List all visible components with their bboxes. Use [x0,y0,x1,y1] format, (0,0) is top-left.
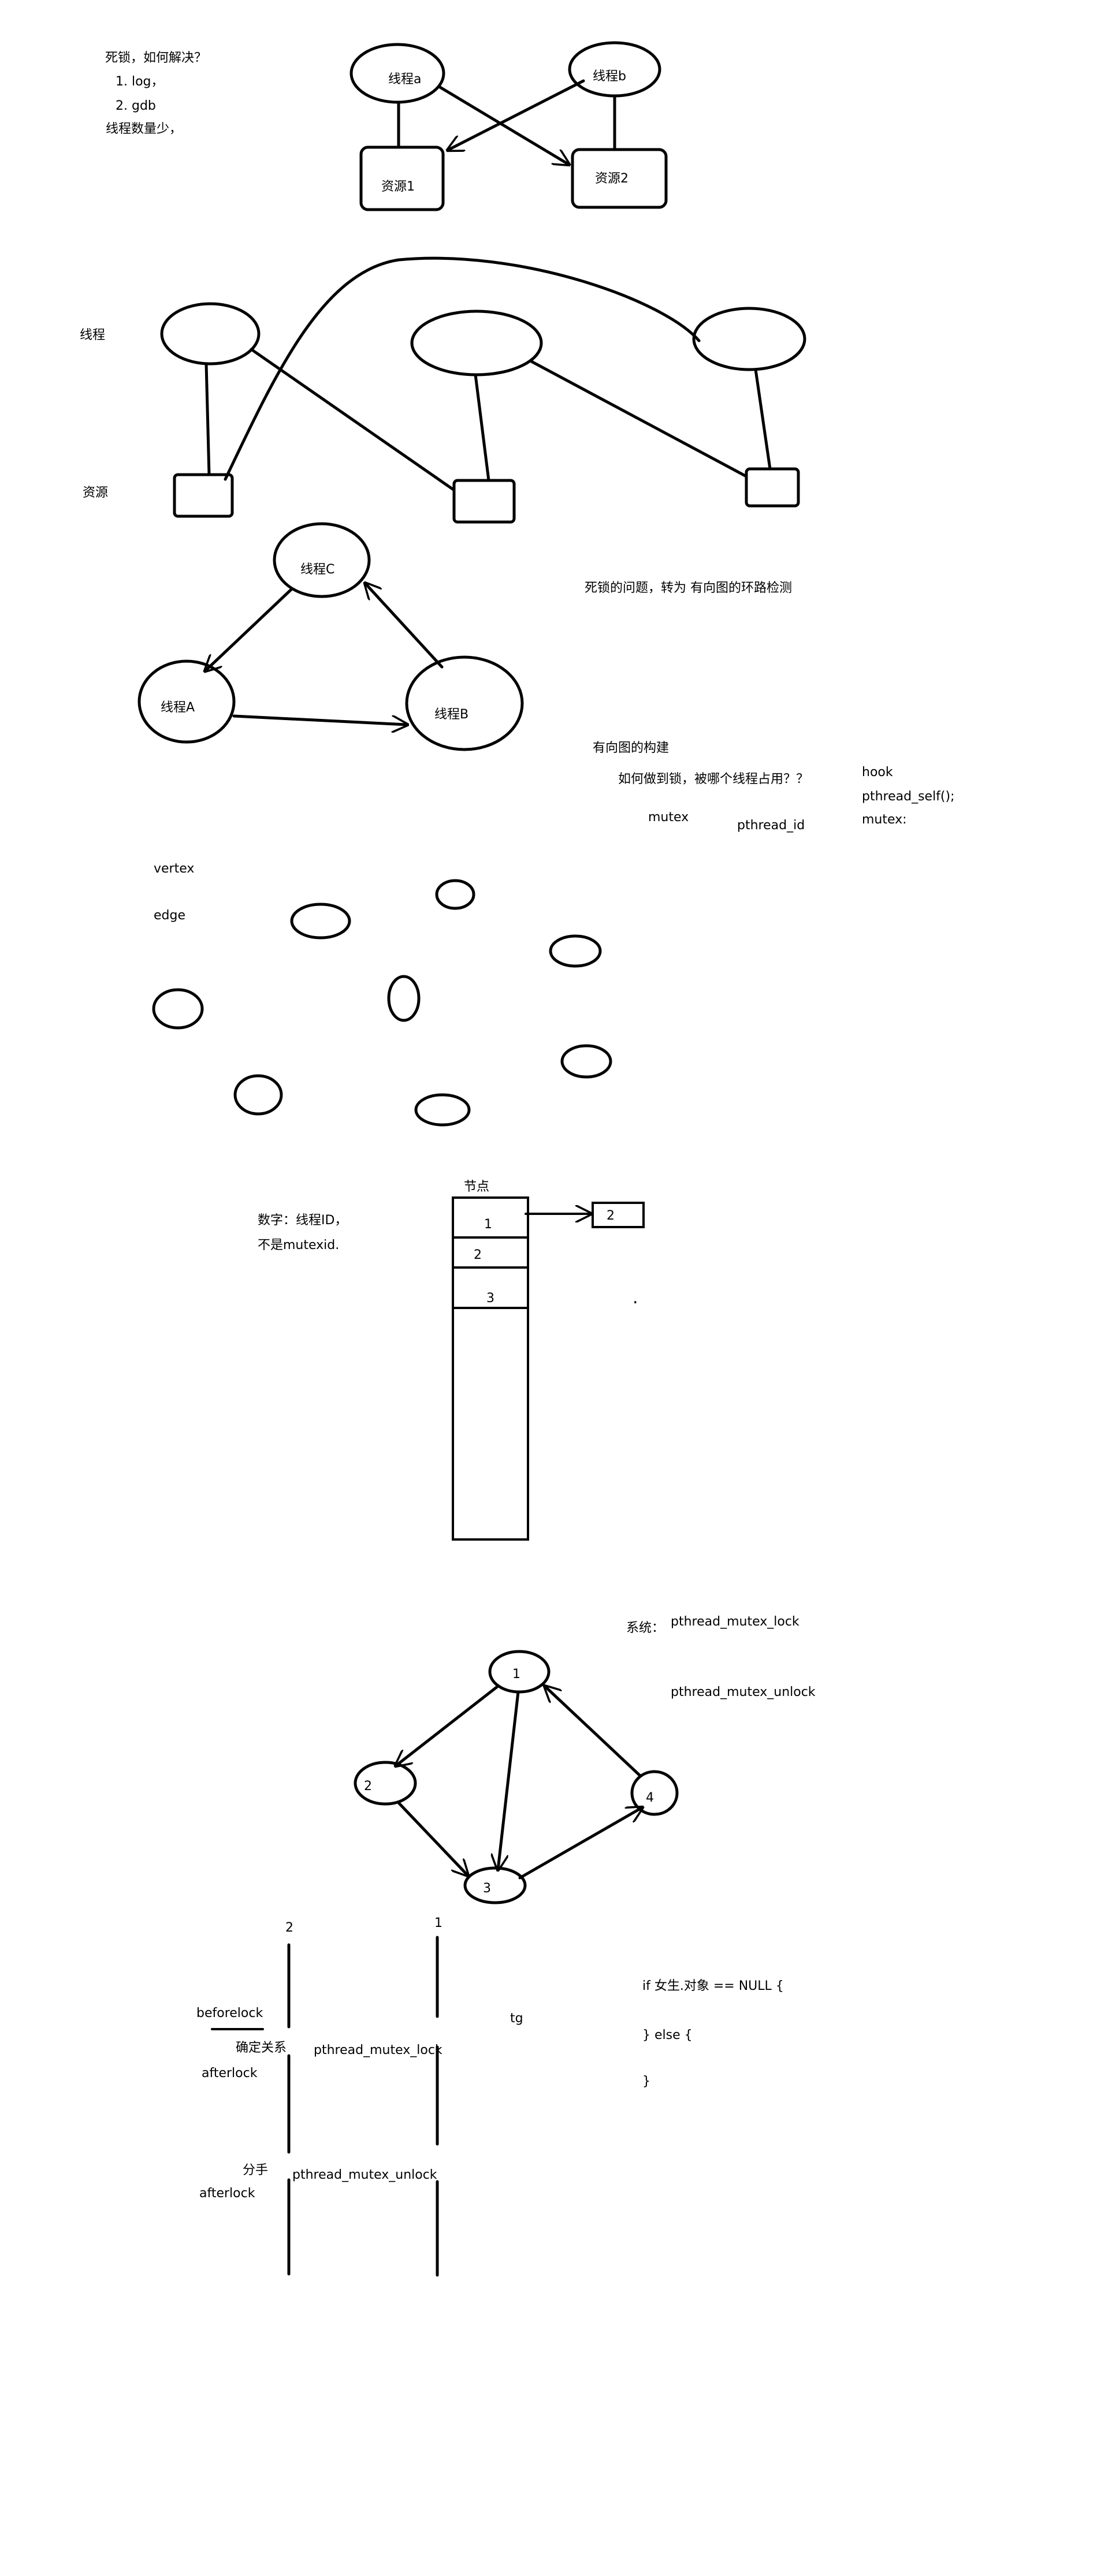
afterlock-label-1: afterlock [202,2066,258,2081]
vertex-cloud [152,879,612,1127]
not-mutexid-note: 不是mutexid. [258,1238,339,1252]
graph2-node-1-label: 1 [512,1667,520,1682]
resources-row-label: 资源 [83,486,108,500]
solution-item-2: 2. gdb [116,99,156,113]
solution-item-3: 线程数量少， [106,122,182,136]
graph2-node-2-label: 2 [364,1779,372,1794]
question-note: 如何做到锁，被哪个线程占用？？ [618,772,809,786]
vertex [560,1044,612,1079]
graph2-node-4-label: 4 [646,1791,654,1805]
thread-a-label: 线程a [388,72,421,87]
thread-a-cycle-node [137,659,236,744]
node-table [452,1196,645,1541]
mutex-unlock-label: pthread_mutex_unlock [292,2168,437,2182]
system-label: 系统： [626,1621,664,1635]
vertex [233,1074,283,1116]
graph2-node-3-label: 3 [483,1881,491,1896]
vertex [414,1093,471,1127]
timeline-diagram [211,1936,439,2277]
thread-b-cycle-label: 线程B [434,707,468,722]
node-table-frame [452,1196,529,1541]
solution-item-1: 1. log， [116,74,164,89]
code-line-2: } else { [642,2028,693,2042]
thread-id-note: 数字：线程ID， [258,1213,347,1228]
thread-b-cycle-node [405,655,524,751]
linked-node-box [592,1202,645,1228]
tg-label: tg [510,2011,523,2026]
edge-t1-r2 [250,348,455,491]
timeline-col1-label: 1 [434,1916,442,1930]
mutex2-note: mutex: [862,812,907,827]
arrow-a-to-b [232,714,407,725]
resource2-box [571,148,668,209]
pthread-id-note: pthread_id [737,818,805,833]
graph2-node-3 [463,1866,527,1904]
hook-note: hook [862,765,893,780]
relation-label: 确定关系 [236,2041,287,2055]
arrow-4-to-1 [545,1686,642,1777]
beforelock-label: beforelock [196,2006,263,2020]
timeline-col2-label: 2 [285,1921,293,1935]
code-line-1: if 女生.对象 == NULL { [642,1979,784,1993]
code-line-3: } [642,2074,650,2089]
system-lock-fn: pthread_mutex_lock [671,1615,799,1629]
thread-node-1 [160,302,261,366]
fig1-deadlock-diagram [349,41,668,211]
resource1-label: 资源1 [381,180,415,194]
table-row-1: 1 [484,1217,492,1232]
curve-r1-t3 [224,256,701,481]
vertex [549,934,602,968]
resource-box-3 [745,467,800,508]
stray-dot: . [633,1288,638,1308]
arrow-b-to-c [365,583,444,669]
thread-node-2 [410,310,543,376]
edge-t3-r3 [754,368,772,471]
edge-label: edge [154,908,185,923]
resource-box-2 [452,479,516,524]
linked-node-label: 2 [607,1209,615,1223]
arrow-3-to-4 [518,1807,642,1880]
arrow-2-to-3 [397,1801,468,1876]
mutex-note: mutex [648,810,689,825]
arrow-a-to-res2 [437,85,569,165]
vertex-label: vertex [154,862,194,876]
table-row-3: 3 [486,1291,494,1306]
fig2-thread-resource-diagram [160,256,806,524]
thread-c-label: 线程C [300,562,334,577]
deadlock-question: 死锁，如何解决？ [105,51,207,65]
threads-row-label: 线程 [80,328,105,342]
graph2-diagram [354,1650,679,1904]
vertex [152,988,204,1030]
arrow-b-to-res1 [448,79,585,150]
build-note: 有向图的构建 [593,741,669,755]
vertex [435,879,475,910]
resource2-label: 资源2 [595,172,629,186]
edge-t2-r3 [530,360,748,478]
thread-node-3 [692,307,806,371]
pthread-self-note: pthread_self(); [862,789,955,804]
graph2-node-4 [630,1770,679,1816]
edge-t1-r1 [204,362,211,476]
thread-b-label: 线程b [593,69,626,84]
vertex [290,903,351,940]
vertex [387,975,421,1022]
arrow-1-to-2 [396,1684,500,1766]
thread-c-node [273,522,371,598]
breakup-label: 分手 [243,2163,268,2178]
resource1-box [359,146,445,211]
mutex-lock-label: pthread_mutex_lock [314,2043,442,2057]
fig3-cycle-diagram [137,522,524,751]
afterlock-label-2: afterlock [199,2186,255,2201]
graph2-node-2 [354,1761,417,1806]
arrow-c-to-a [205,587,293,671]
system-unlock-fn: pthread_mutex_unlock [671,1685,816,1699]
table-row-2: 2 [474,1248,482,1262]
convert-note: 死锁的问题，转为 有向图的环路检测 [585,581,792,595]
nodes-header: 节点 [464,1180,489,1194]
thread-a-cycle-label: 线程A [161,700,195,715]
edge-t2-r2 [474,373,490,482]
resource-box-1 [173,473,234,518]
arrow-1-to-3 [498,1690,520,1870]
